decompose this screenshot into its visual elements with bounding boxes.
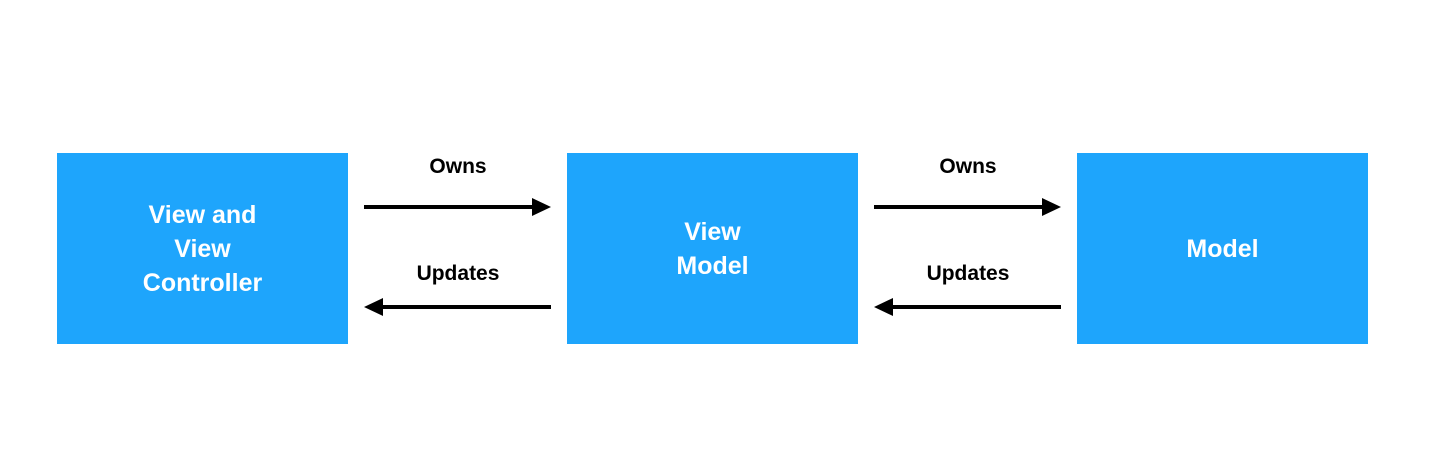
vc-to-vm-owns-label: Owns [429, 155, 487, 178]
m-to-vm-updates-label: Updates [926, 262, 1010, 285]
arrow-vm-to-m [874, 198, 1061, 216]
arrow-vc-to-vm [364, 198, 551, 216]
view-and-view-controller-node: View and View Controller [57, 153, 348, 344]
view-model-label: View Model [676, 217, 749, 280]
model-node: Model [1077, 153, 1368, 344]
view-model-node: View Model [567, 153, 858, 344]
vm-to-m-owns-label: Owns [939, 155, 997, 178]
view-and-view-controller-label: View and View Controller [142, 200, 263, 297]
vm-to-vc-updates-label: Updates [416, 262, 500, 285]
arrow-vm-to-vc [364, 298, 551, 316]
model-label: Model [1186, 234, 1259, 263]
arrow-m-to-vm [874, 298, 1061, 316]
